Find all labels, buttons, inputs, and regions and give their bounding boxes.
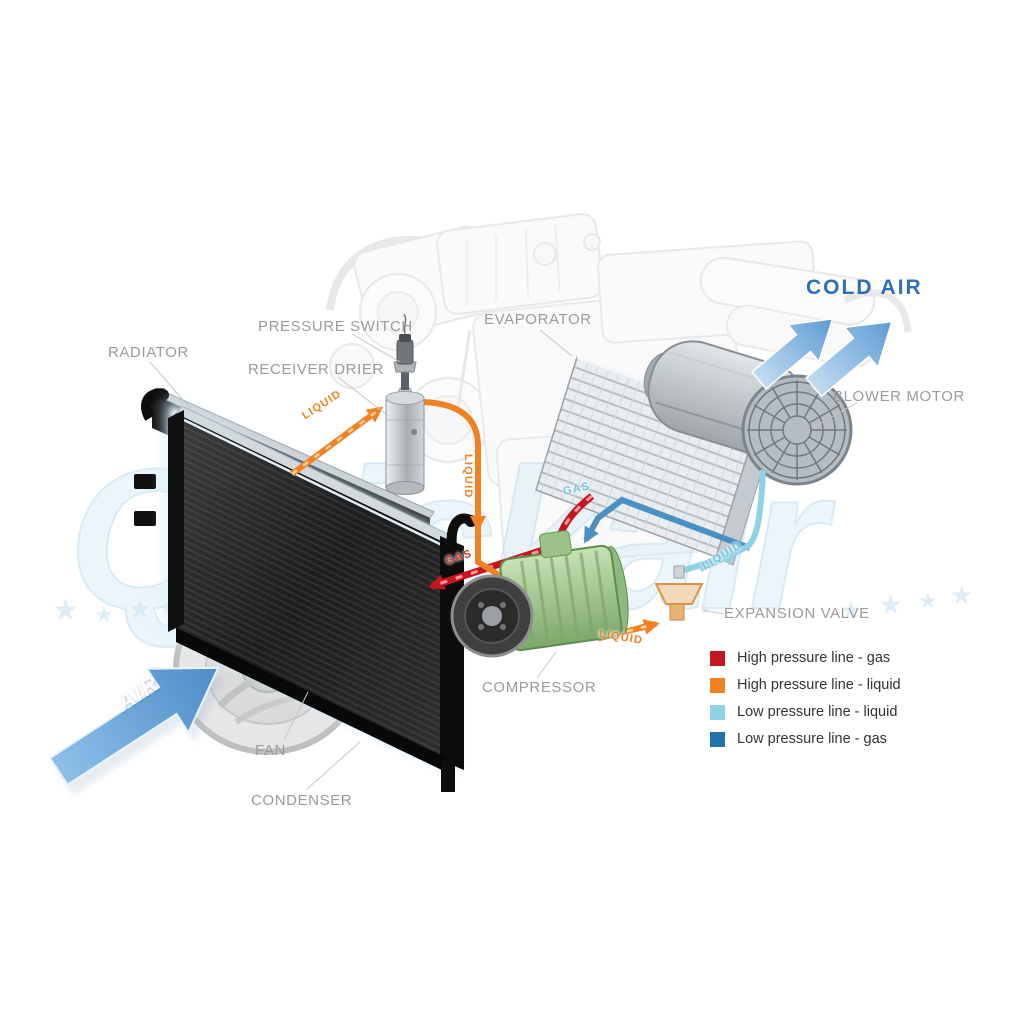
legend-swatch-high-pressure-liquid (710, 677, 725, 693)
legend-label: Low pressure line - gas (737, 731, 887, 747)
legend-row-high-pressure-gas: High pressure line - gas (710, 650, 901, 666)
legend: High pressure line - gas High pressure l… (710, 650, 901, 758)
pressure-switch (393, 313, 417, 390)
cold-air-arrow-icon (750, 317, 834, 390)
star-icon: ★ (840, 597, 862, 624)
star-icon: ★ (128, 594, 151, 624)
callout-receiver-drier: RECEIVER DRIER (248, 361, 384, 378)
cold-air-arrows (750, 317, 893, 398)
air-arrow-icon (48, 666, 220, 787)
legend-swatch-high-pressure-gas (710, 650, 725, 666)
legend-label: High pressure line - liquid (737, 677, 901, 693)
star-icon: ★ (94, 602, 114, 627)
star-icon: ★ (52, 594, 79, 627)
expansion-valve (654, 565, 704, 621)
star-icon: ★ (950, 580, 973, 610)
legend-label: Low pressure line - liquid (737, 704, 898, 720)
legend-row-high-pressure-liquid: High pressure line - liquid (710, 677, 901, 693)
condenser (166, 398, 477, 792)
legend-swatch-low-pressure-liquid (710, 704, 725, 720)
callout-radiator: RADIATOR (108, 344, 189, 361)
blower-grille (747, 380, 847, 480)
callout-evaporator: EVAPORATOR (484, 311, 592, 328)
callout-condenser: CONDENSER (251, 792, 353, 809)
pipe-label-liquid-down: LIQUID (462, 454, 474, 499)
star-icon: ★ (878, 589, 903, 620)
cold-air-label: COLD AIR (806, 276, 923, 299)
star-icon: ★ (918, 588, 938, 613)
air-flow-arrow (48, 666, 225, 795)
compressor (450, 530, 629, 658)
callout-pressure-switch: PRESSURE SWITCH (258, 318, 413, 335)
legend-row-low-pressure-gas: Low pressure line - gas (710, 731, 901, 747)
receiver-drier (385, 313, 425, 495)
leader-lines (149, 329, 859, 791)
legend-row-low-pressure-liquid: Low pressure line - liquid (710, 704, 901, 720)
callout-compressor: COMPRESSOR (482, 679, 597, 696)
low-pressure-liquid-line (677, 469, 766, 575)
callout-expansion-valve: EXPANSION VALVE (724, 605, 870, 622)
low-pressure-gas-line (583, 496, 752, 551)
callout-blower-motor: BLOWER MOTOR (833, 388, 965, 405)
legend-swatch-low-pressure-gas (710, 731, 725, 747)
legend-label: High pressure line - gas (737, 650, 891, 666)
star-icon: ★ (700, 603, 711, 617)
callout-fan: FAN (255, 742, 286, 759)
cold-air-arrow-icon (804, 320, 893, 398)
